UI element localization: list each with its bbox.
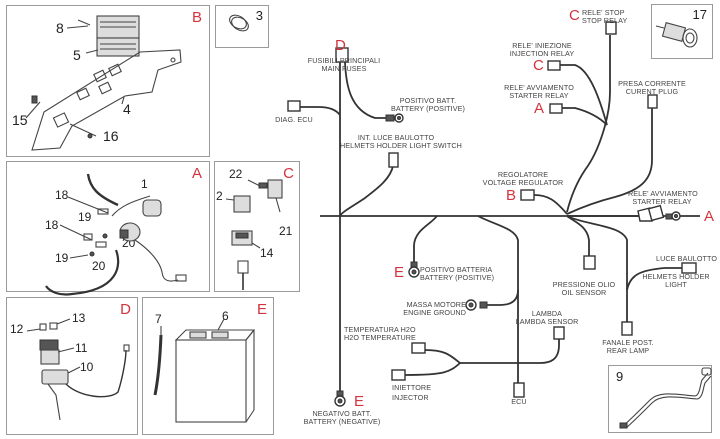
ref-letter-stop-relay: C	[569, 7, 580, 24]
part-number-6: 6	[222, 309, 229, 323]
label-main-fuses: FUSIBILI PRINCIPALI MAIN FUSES	[307, 56, 381, 73]
part-number-15: 15	[12, 112, 28, 128]
bracket-drawing	[25, 49, 182, 151]
part-number-19: 19	[55, 251, 69, 265]
helmet-switch-connector	[388, 152, 399, 168]
part-number-12: 12	[10, 322, 24, 336]
part-number: 9	[616, 369, 624, 384]
oil-sensor-connector	[583, 255, 596, 270]
relay-drawing	[225, 179, 283, 290]
current-plug-drawing	[655, 21, 698, 48]
ref-letter-positive-battery: E	[394, 264, 405, 281]
voltage-regulator-connector	[520, 189, 535, 201]
part-number: 17	[692, 7, 707, 22]
label-positive-batt: POSITIVO BATT. BATTERY (POSITIVE)	[390, 96, 466, 113]
panel-a-starter-relay: A	[6, 161, 210, 292]
label-current-plug: PRESA CORRENTE CURENT PLUG	[618, 79, 686, 96]
part-number-2: 2	[216, 189, 223, 203]
panel-c-relays: C	[214, 161, 300, 292]
injector-connector	[391, 369, 406, 381]
label-stop-relay: RELE' STOP STOP RELAY	[582, 8, 628, 25]
part-number-5: 5	[73, 47, 81, 63]
part-number-1: 1	[141, 177, 148, 191]
label-voltage-regulator: REGOLATORE VOLTAGE REGULATOR	[482, 170, 564, 187]
current-plug-connector	[647, 94, 658, 109]
part-number-18: 18	[45, 218, 59, 232]
part-number-14: 14	[260, 246, 274, 260]
panel-clamp: 3	[215, 5, 269, 48]
h2o-temp-connector	[411, 342, 426, 354]
diag-ecu-connector	[287, 100, 301, 112]
ref-letter-starter-relay-right: A	[704, 208, 715, 225]
part-number: 3	[255, 8, 263, 23]
label-rear-lamp: FANALE POST. REAR LAMP	[602, 338, 654, 355]
ref-letter-voltage-regulator: B	[506, 187, 517, 204]
label-starter-relay-right: RELE' AVVIAMENTO STARTER RELAY	[628, 189, 698, 206]
main-fuses-connector	[335, 47, 349, 63]
rear-lamp-cable-drawing	[619, 367, 712, 429]
part-number-22: 22	[229, 167, 243, 181]
part-number-11: 11	[75, 341, 88, 355]
panel-d-fuses: D	[6, 297, 138, 435]
starter-relay-top-connector	[549, 103, 563, 114]
label-ecu: ECU	[511, 397, 527, 406]
starter-relay-drawing	[45, 173, 187, 296]
ref-letter-starter-relay-top: A	[534, 100, 545, 117]
ref-letter-main-fuses: D	[335, 37, 346, 54]
label-negative-batt: NEGATIVO BATT. BATTERY (NEGATIVE)	[303, 409, 381, 426]
label-oil-sensor: PRESSIONE OLIO OIL SENSOR	[552, 280, 616, 297]
part-number-16: 16	[103, 128, 119, 144]
label-lambda: LAMBDA LAMBDA SENSOR	[515, 309, 579, 326]
label-engine-ground: MASSA MOTORE ENGINE GROUND	[403, 300, 466, 317]
panel-letter: C	[283, 165, 294, 182]
helmet-light-connector	[681, 262, 697, 274]
label-diag-ecu: DIAG. ECU	[275, 115, 313, 124]
harness-connectors	[287, 21, 697, 407]
panel-letter: D	[120, 301, 131, 318]
injection-relay-connector	[547, 60, 561, 71]
ref-letter-negative-batt: E	[354, 393, 365, 410]
ecu-connector	[513, 382, 525, 398]
part-number-20: 20	[92, 259, 106, 273]
battery-drawing	[153, 318, 256, 423]
stop-relay-connector	[605, 21, 617, 35]
label-injector: INIETTORE INJECTOR	[392, 383, 432, 402]
part-number-13: 13	[72, 311, 86, 325]
part-number-18: 18	[55, 188, 69, 202]
panel-letter: A	[191, 165, 202, 182]
part-number-19: 19	[78, 210, 92, 224]
label-helmet-switch: INT. LUCE BAULOTTO HELMETS HOLDER LIGHT …	[340, 133, 462, 150]
label-starter-relay-top: RELE' AVVIAMENTO STARTER RELAY	[504, 83, 574, 100]
harness-wires	[298, 35, 700, 396]
panel-letter: E	[256, 301, 267, 318]
ref-letter-injection-relay: C	[533, 57, 544, 74]
lambda-connector	[553, 326, 565, 340]
part-number-21: 21	[279, 224, 293, 238]
label-h2o-temp: TEMPERATURA H2O H2O TEMPERATURE	[344, 325, 416, 342]
part-number-7: 7	[155, 312, 162, 326]
rear-lamp-connector	[621, 321, 633, 336]
part-number-8: 8	[56, 20, 64, 36]
part-number-10: 10	[80, 360, 94, 374]
regulator-drawing	[66, 15, 140, 57]
panel-letter: B	[191, 9, 202, 26]
label-positive-battery: POSITIVO BATTERIA BATTERY (POSITIVE)	[420, 265, 495, 282]
part-number-4: 4	[123, 101, 131, 117]
label-injection-relay: RELE' INIEZIONE INJECTION RELAY	[509, 41, 575, 58]
hose-clamp-drawing	[229, 14, 249, 32]
panel-e-battery: E	[142, 297, 274, 435]
fuse-holder-drawing	[26, 318, 130, 421]
label-helmet-light: LUCE BAULOTTO HELMETS HOLDER LIGHT	[642, 254, 718, 289]
